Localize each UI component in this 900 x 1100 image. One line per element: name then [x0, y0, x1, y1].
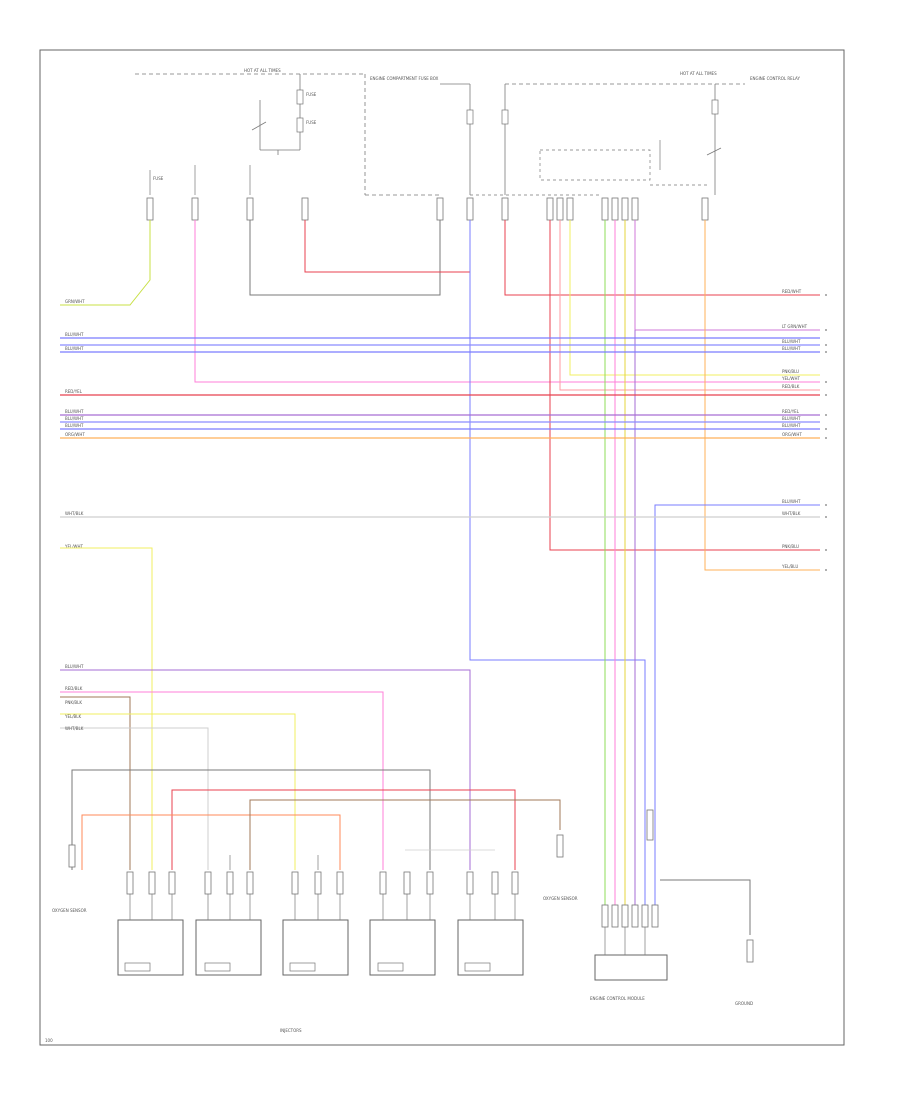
hot-at-all-times-label-left: HOT AT ALL TIMES — [244, 68, 281, 73]
lower-left-label-2: PNK/BLK — [65, 700, 82, 705]
right-label-2: BLU/WHT — [782, 339, 801, 344]
oxygen-sensor-left-label: OXYGEN SENSOR — [52, 908, 87, 913]
left-label-6: BLU/WHT — [65, 423, 84, 428]
mid-left-label-1: YEL/WHT — [64, 544, 84, 549]
lower-left-label-1: RED/BLK — [65, 686, 83, 691]
right-wire-labels: RED/WHT LT GRN/WHT BLU/WHT BLU/WHT PNK/B… — [781, 289, 808, 569]
left-label-0: GRN/WHT — [65, 299, 85, 304]
mid-left-label-0: WHT/BLK — [65, 511, 84, 516]
top-left-fuse-area: HOT AT ALL TIMES FUSE FUSE ENGINE COMPAR… — [135, 68, 440, 196]
hot-at-all-times-label-right: HOT AT ALL TIMES — [680, 71, 717, 76]
injectors-label: INJECTORS — [280, 1028, 302, 1033]
right-label-7: RED/YEL — [782, 409, 800, 414]
top-vertical-wires — [60, 220, 820, 905]
top-right-relay-area: HOT AT ALL TIMES ENGINE CONTROL RELAY — [440, 71, 800, 196]
right-label-6: RED/BLK — [782, 384, 800, 389]
ground-label: GROUND — [735, 1001, 753, 1006]
bottom-labels: OXYGEN SENSOR OXYGEN SENSOR INJECTORS EN… — [45, 896, 753, 1043]
left-label-3: RED/YEL — [65, 389, 83, 394]
left-wire-labels: GRN/WHT BLU/WHT BLU/WHT RED/YEL BLU/WHT … — [64, 299, 85, 549]
fuse-a-label: FUSE — [306, 92, 317, 97]
lower-wires — [60, 547, 751, 935]
mid-right-label-2: PNK/BLU — [782, 544, 799, 549]
lower-left-label-3: YEL/BLK — [64, 714, 82, 719]
lower-left-label-4: WHT/BLK — [65, 726, 84, 731]
top-connectors — [146, 197, 709, 221]
ecm-block — [594, 904, 668, 981]
injector-boxes — [117, 894, 524, 976]
lower-left-labels: BLU/WHT RED/BLK PNK/BLK YEL/BLK WHT/BLK — [64, 664, 84, 731]
oxygen-sensor-mid-label: OXYGEN SENSOR — [543, 896, 578, 901]
right-label-8: BLU/WHT — [782, 416, 801, 421]
fuse-c-label: FUSE — [153, 176, 164, 181]
lower-left-label-0: BLU/WHT — [65, 664, 84, 669]
left-label-4: BLU/WHT — [65, 409, 84, 414]
right-label-3: BLU/WHT — [782, 346, 801, 351]
right-label-5: YEL/WHT — [781, 376, 801, 381]
left-label-7: ORG/WHT — [65, 432, 85, 437]
right-label-4: PNK/BLU — [782, 369, 799, 374]
diagram-frame — [39, 49, 845, 1046]
right-label-1: LT GRN/WHT — [782, 324, 808, 329]
fuse-box-note: ENGINE COMPARTMENT FUSE BOX — [370, 76, 439, 81]
right-label-9: BLU/WHT — [782, 423, 801, 428]
left-label-5: BLU/WHT — [65, 416, 84, 421]
bottom-connectors — [68, 809, 754, 963]
right-label-0: RED/WHT — [782, 289, 802, 294]
right-label-10: ORG/WHT — [782, 432, 802, 437]
left-label-1: BLU/WHT — [65, 332, 84, 337]
mid-right-label-0: BLU/WHT — [782, 499, 801, 504]
fuse-b-label: FUSE — [306, 120, 317, 125]
left-label-2: BLU/WHT — [65, 346, 84, 351]
mid-right-label-3: YEL/BLU — [781, 564, 798, 569]
right-edge-marks — [825, 294, 827, 571]
engine-relay-note: ENGINE CONTROL RELAY — [750, 76, 800, 81]
ecm-label: ENGINE CONTROL MODULE — [590, 996, 645, 1001]
mid-right-label-1: WHT/BLK — [782, 511, 801, 516]
page-id-label: 100 — [45, 1038, 53, 1043]
horizontal-bus-wires — [60, 337, 820, 518]
